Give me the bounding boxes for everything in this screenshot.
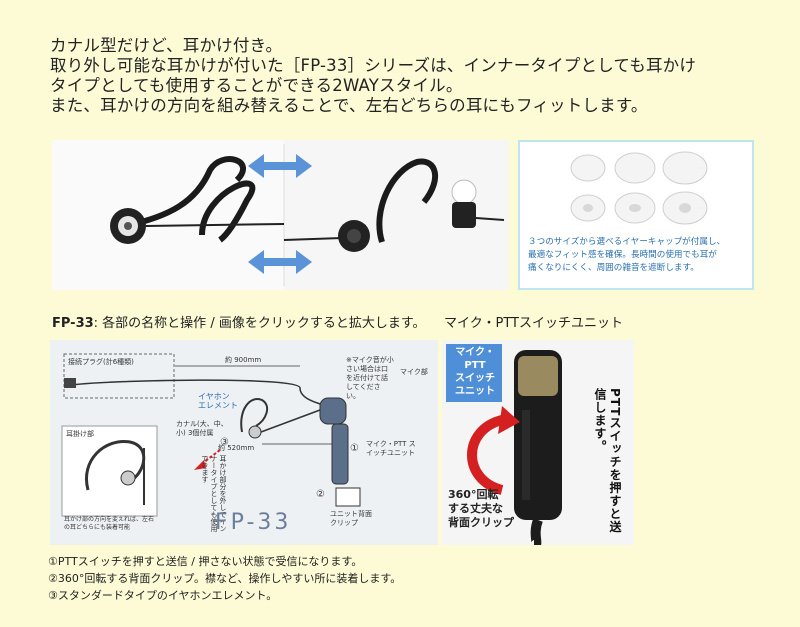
ptt-banner-line-3: スイッチ [455, 373, 495, 384]
ptt-banner: マイク・ PTT スイッチ ユニット [449, 346, 501, 398]
fp33-diagram-panel[interactable]: 接続プラグ(計6種類) 約 900mm ※マイク音が小さい場合は口を近付けて話し… [50, 340, 438, 545]
label-earphone: イヤホン エレメント [198, 392, 238, 410]
label-remove-note: 耳かけ部分を外してインナータイプとしても使用できます [201, 455, 227, 532]
ear-caps-photo [570, 151, 708, 225]
ear-cap-caption: ３つのサイズから選べるイヤーキャップが付属し、 最適なフィット感を確保。長時間の… [528, 236, 750, 275]
label-mic: マイク部 [400, 368, 428, 376]
ptt-clip-text: 360°回転 する丈夫な 背面クリップ [448, 488, 514, 530]
ptt-clip-text-line-2: する丈夫な [448, 502, 503, 515]
label-clip: ユニット背面 クリップ [330, 510, 372, 527]
label-num-2: ② [316, 489, 325, 500]
fp-section-title: FP-33: 各部の名称と操作 / 画像をクリックすると拡大します。 [52, 312, 426, 331]
label-num-3: ③ [220, 437, 229, 448]
ptt-banner-line-1: マイク・ [455, 347, 495, 358]
ear-cap-caption-line-3: 痛くなりにくく、周囲の雑音を遮断します。 [528, 263, 699, 273]
ptt-banner-line-2: PTT [464, 360, 486, 371]
swap-arrow-icon [248, 154, 312, 178]
label-mic-note: ※マイク音が小さい場合は口を近付けて話してください。 [346, 356, 394, 400]
ear-cap-panel: ３つのサイズから選べるイヤーキャップが付属し、 最適なフィット感を確保。長時間の… [518, 140, 754, 290]
fp33-diagram [50, 340, 438, 545]
label-canal: カナル(大、中、小) 3個付属 [176, 420, 228, 437]
intro-line-2: 取り外し可能な耳かけが付いた［FP-33］シリーズは、インナータイプとしても耳か… [50, 56, 697, 75]
ear-cap-caption-line-1: ３つのサイズから選べるイヤーキャップが付属し、 [528, 237, 726, 247]
note-1: ①PTTスイッチを押すと送信 / 押さない状態で受信になります。 [48, 555, 363, 568]
label-hook-part: 耳掛け部 [66, 430, 94, 438]
label-ptt-unit: マイク・PTT スイッチユニット [366, 440, 416, 457]
earhook-photo [52, 140, 509, 290]
intro-text: カナル型だけど、耳かけ付き。 取り外し可能な耳かけが付いた［FP-33］シリーズ… [50, 36, 790, 116]
label-plug: 接続プラグ(計6種類) [68, 358, 134, 366]
swap-arrow-icon [248, 250, 312, 274]
ptt-banner-line-4: ユニット [455, 386, 495, 397]
earhook-photo-panel [52, 140, 509, 290]
ptt-clip-text-line-1: 360°回転 [448, 488, 499, 501]
rotate-arrow-icon [467, 406, 520, 495]
fp-model-label: FP-33 [215, 510, 292, 535]
intro-line-4: また、耳かけの方向を組み替えることで、左右どちらの耳にもフィットします。 [50, 96, 648, 115]
ptt-unit-panel[interactable]: マイク・ PTT スイッチ ユニット PTTスイッチを押すと送信します。 360… [442, 340, 634, 550]
ptt-section-title: マイク・PTTスイッチユニット [444, 316, 623, 331]
ptt-push-text: PTTスイッチを押すと送信します。 [593, 388, 622, 534]
intro-line-1: カナル型だけど、耳かけ付き。 [50, 36, 283, 55]
note-3: ③スタンダードタイプのイヤホンエレメント。 [48, 589, 278, 602]
fp-model-prefix: FP-33 [52, 316, 94, 331]
note-2: ②360°回転する背面クリップ。襟など、操作しやすい所に装着します。 [48, 572, 402, 585]
fp-title-rest: : 各部の名称と操作 / 画像をクリックすると拡大します。 [93, 316, 426, 331]
label-len-900: 約 900mm [225, 356, 262, 364]
feature-notes: ①PTTスイッチを押すと送信 / 押さない状態で受信になります。 ②360°回転… [48, 553, 401, 604]
intro-line-3: タイプとしても使用することができる2WAYスタイル。 [50, 76, 463, 95]
ear-cap-caption-line-2: 最適なフィット感を確保。長時間の使用でも耳が [528, 250, 717, 260]
label-len-520: 約 520mm [218, 444, 255, 452]
label-hook-note: 耳かけ部の方向を変えれば、左右の耳どちらにも装着可能 [64, 516, 155, 531]
ptt-clip-text-line-3: 背面クリップ [448, 516, 514, 529]
ptt-unit-photo [442, 340, 634, 550]
label-num-1: ① [350, 443, 359, 454]
